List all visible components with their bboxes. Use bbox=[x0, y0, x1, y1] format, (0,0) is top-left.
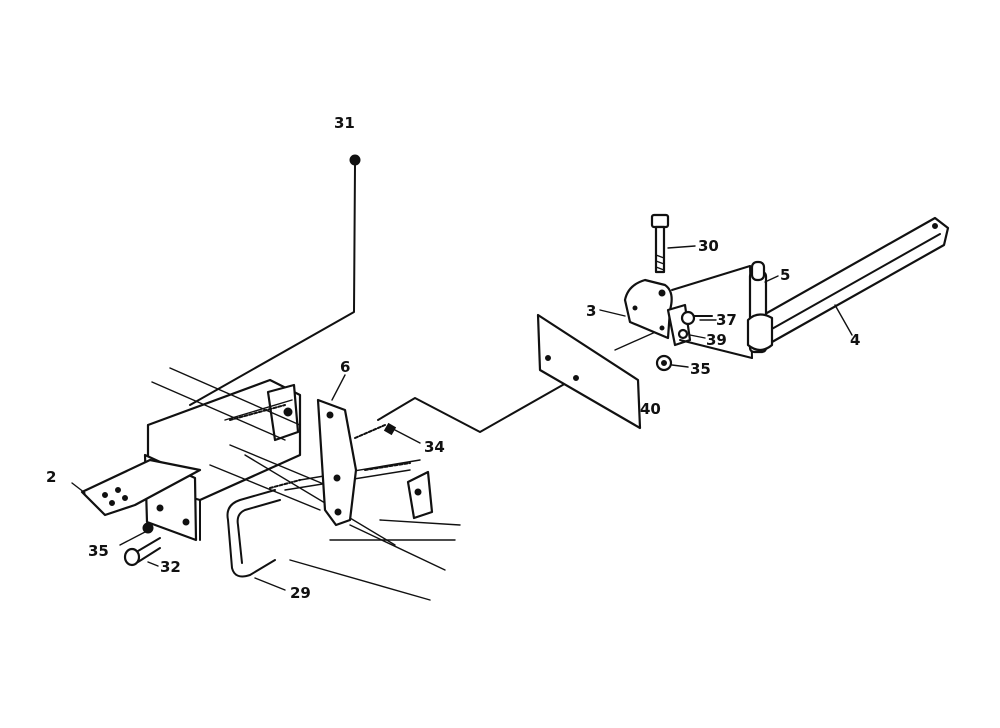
lever-arm-part-4 bbox=[746, 216, 950, 354]
bolt-part-32 bbox=[123, 537, 161, 567]
callout-2: 2 bbox=[46, 468, 56, 486]
nut-part-34 bbox=[383, 422, 397, 436]
callout-4: 4 bbox=[850, 331, 860, 349]
washer-part-35-right bbox=[655, 354, 673, 372]
pedal-arm-part-6 bbox=[316, 398, 358, 527]
callout-35-left: 35 bbox=[88, 542, 109, 560]
pivot-bracket-part-3 bbox=[623, 265, 753, 359]
cover-plate-part-40 bbox=[536, 313, 661, 430]
callout-39: 39 bbox=[706, 331, 727, 349]
mounting-plate-part-2 bbox=[71, 458, 202, 517]
callout-29: 29 bbox=[290, 584, 311, 602]
callout-32: 32 bbox=[160, 558, 181, 576]
bolt-part-30 bbox=[650, 213, 670, 274]
callout-31: 31 bbox=[334, 114, 355, 132]
callout-3: 3 bbox=[586, 302, 596, 320]
rear-bracket bbox=[406, 470, 434, 520]
callout-30: 30 bbox=[698, 237, 719, 255]
fasteners-37-39 bbox=[677, 310, 713, 340]
linkage-rod bbox=[377, 377, 576, 433]
callout-5: 5 bbox=[780, 266, 790, 284]
callout-40: 40 bbox=[640, 400, 661, 418]
callout-35-right: 35 bbox=[690, 360, 711, 378]
callout-labels: 31 30 5 3 37 39 4 35 6 40 34 2 35 32 29 bbox=[46, 114, 860, 602]
washer-part-35-left bbox=[142, 522, 154, 534]
threaded-rods bbox=[229, 404, 411, 489]
callout-34: 34 bbox=[424, 438, 445, 456]
knob-part-31 bbox=[189, 154, 361, 406]
u-bolt-part-29 bbox=[226, 489, 281, 578]
callout-6: 6 bbox=[340, 358, 350, 376]
alignment-lines bbox=[151, 367, 461, 601]
callout-37: 37 bbox=[716, 311, 737, 329]
callout-leaders bbox=[119, 245, 853, 591]
